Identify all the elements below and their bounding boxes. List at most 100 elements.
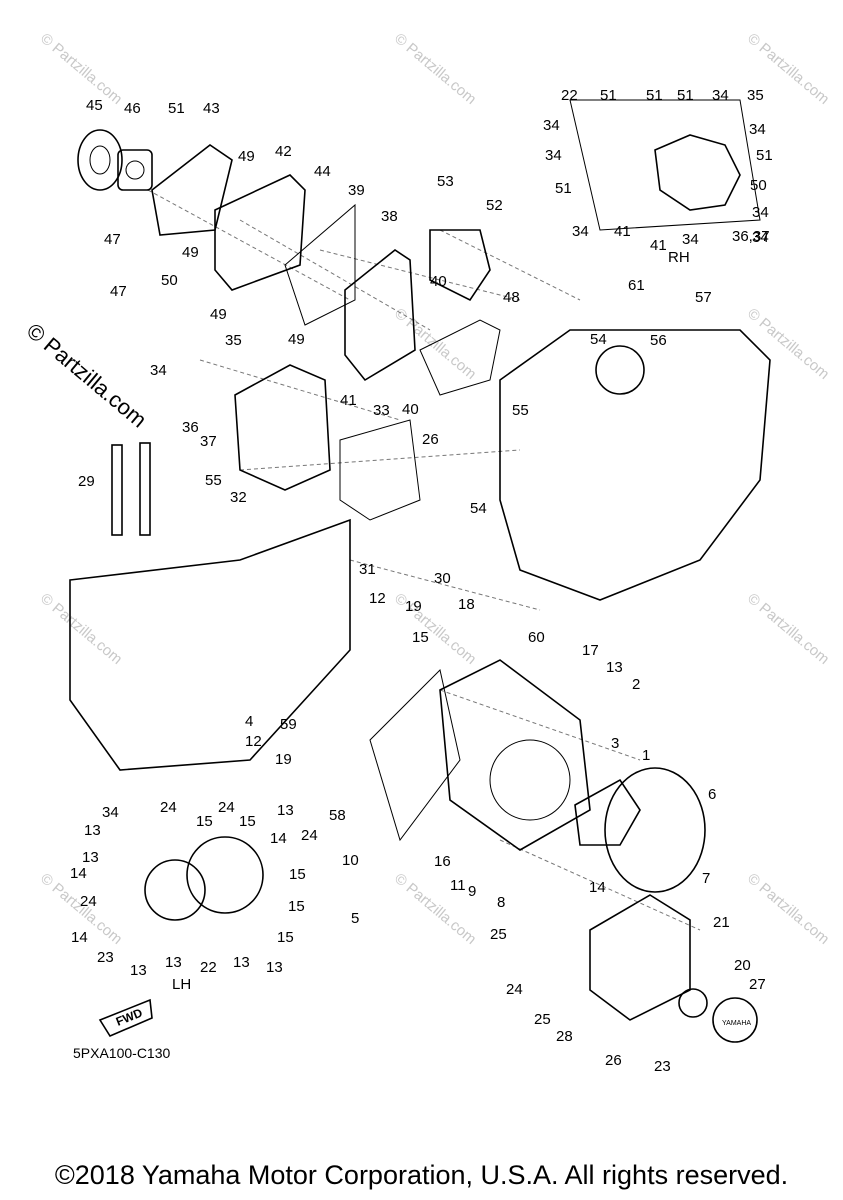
callout-label: 12 xyxy=(245,733,262,750)
callout-label: 13 xyxy=(266,959,283,976)
callout-label: 49 xyxy=(182,244,199,261)
callout-label: 34 xyxy=(543,117,560,134)
callout-label: 51 xyxy=(168,100,185,117)
callout-label: 53 xyxy=(437,173,454,190)
callout-label: 13 xyxy=(165,954,182,971)
stud-55 xyxy=(111,444,123,536)
cylinder-head-cover xyxy=(214,174,306,291)
callout-label: 57 xyxy=(695,289,712,306)
callout-label: 60 xyxy=(528,629,545,646)
callout-label: 55 xyxy=(512,402,529,419)
fwd-arrow xyxy=(98,998,153,1038)
callout-label: 19 xyxy=(275,751,292,768)
assembly-lines xyxy=(147,189,701,931)
callout-label: 22 xyxy=(200,959,217,976)
callout-label: 35 xyxy=(225,332,242,349)
callout-label: 25 xyxy=(490,926,507,943)
callout-label: 44 xyxy=(314,163,331,180)
callout-label: 30 xyxy=(434,570,451,587)
callout-label: 42 xyxy=(275,143,292,160)
callout-label: 59 xyxy=(280,716,297,733)
callout-label: 41 xyxy=(650,237,667,254)
callout-label: 36,37 xyxy=(732,228,770,245)
callout-label: 8 xyxy=(497,894,505,911)
callout-label: 34 xyxy=(102,804,119,821)
callout-label: 33 xyxy=(373,402,390,419)
callout-label: 14 xyxy=(270,830,287,847)
callout-label: 50 xyxy=(161,272,178,289)
stud-54 xyxy=(139,442,151,536)
callout-label: 15 xyxy=(412,629,429,646)
callout-label: 26 xyxy=(422,431,439,448)
callout-label: 15 xyxy=(196,813,213,830)
callout-label: 13 xyxy=(606,659,623,676)
callout-label: 39 xyxy=(348,182,365,199)
inset-lh xyxy=(144,836,264,921)
callout-label: 27 xyxy=(749,976,766,993)
callout-label: 5 xyxy=(351,910,359,927)
callout-label: 49 xyxy=(210,306,227,323)
callout-label: 41 xyxy=(614,223,631,240)
valve-cover-left xyxy=(151,144,233,236)
callout-label: 14 xyxy=(70,865,87,882)
callout-label: 56 xyxy=(650,332,667,349)
callout-label: 4 xyxy=(245,713,253,730)
crankcase-left xyxy=(69,518,351,771)
callout-label: 54 xyxy=(470,500,487,517)
callout-label: 49 xyxy=(288,331,305,348)
callout-label: 50 xyxy=(750,177,767,194)
callout-label: 32 xyxy=(230,489,247,506)
rh-label: RH xyxy=(668,249,690,266)
clutch-cover-20 xyxy=(589,894,691,1021)
copyright-notice: ©2018 Yamaha Motor Corporation, U.S.A. A… xyxy=(54,1160,789,1190)
callout-label: 24 xyxy=(160,799,177,816)
callout-label: 28 xyxy=(556,1028,573,1045)
callout-label: 21 xyxy=(713,914,730,931)
callout-label: 34 xyxy=(752,229,769,246)
callout-label: 13 xyxy=(84,822,101,839)
callout-label: 49 xyxy=(238,148,255,165)
callout-label: 23 xyxy=(97,949,114,966)
callout-label: 29 xyxy=(78,473,95,490)
callout-label: 34 xyxy=(572,223,589,240)
callout-label: 36 xyxy=(182,419,199,436)
generator-cover-1 xyxy=(439,659,591,851)
callout-label: 51 xyxy=(677,87,694,104)
callout-label: 47 xyxy=(110,283,127,300)
callout-label: 40 xyxy=(402,401,419,418)
callout-label: 15 xyxy=(239,813,256,830)
callout-label: 46 xyxy=(124,100,141,117)
damper-6 xyxy=(574,778,641,846)
callout-label: 17 xyxy=(582,642,599,659)
callout-label: 11 xyxy=(450,877,466,894)
callout-label: 16 xyxy=(434,853,451,870)
callout-label: 10 xyxy=(342,852,359,869)
callout-label: 18 xyxy=(458,596,475,613)
callout-label: 34 xyxy=(752,204,769,221)
callout-label: 61 xyxy=(628,277,645,294)
callout-label: 51 xyxy=(555,180,572,197)
callout-label: 41 xyxy=(340,392,357,409)
callout-label: 2 xyxy=(632,676,640,693)
callout-label: 52 xyxy=(486,197,503,214)
callout-label: 6 xyxy=(708,786,716,803)
callout-label: 40 xyxy=(430,273,447,290)
cover-38 xyxy=(344,249,416,382)
callout-label: 55 xyxy=(205,472,222,489)
callout-label: 47 xyxy=(104,231,121,248)
callout-label: 3 xyxy=(611,735,619,752)
callout-label: 38 xyxy=(381,208,398,225)
diagram-code: 5PXA100-C130 xyxy=(73,1045,171,1061)
callout-label: 20 xyxy=(734,957,751,974)
callout-label: 34 xyxy=(150,362,167,379)
callout-label: 7 xyxy=(702,870,710,887)
starter-clutch xyxy=(117,149,153,191)
callout-label: 15 xyxy=(277,929,294,946)
callout-label: 34 xyxy=(682,231,699,248)
bracket-52 xyxy=(429,229,491,302)
callout-label: 51 xyxy=(600,87,617,104)
plug-27 xyxy=(678,988,708,1018)
lh-label: LH xyxy=(172,976,192,993)
crankcase-right xyxy=(499,329,771,601)
